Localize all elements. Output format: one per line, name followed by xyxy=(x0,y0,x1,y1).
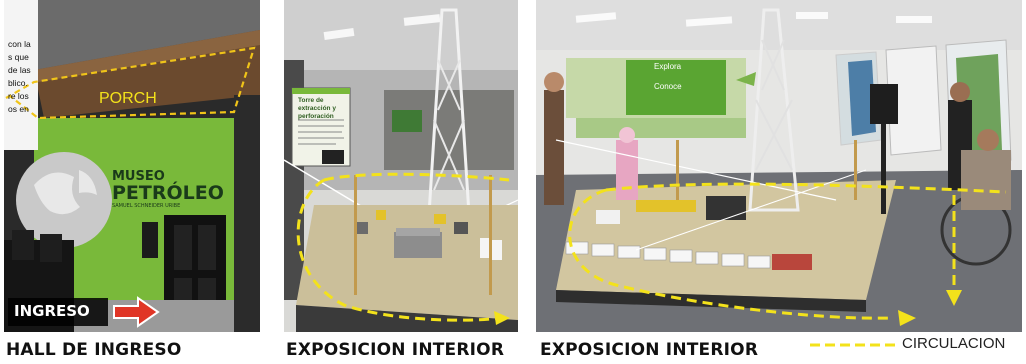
entrance-label-box xyxy=(8,298,108,326)
wall-text-conoce: Conoce xyxy=(654,82,682,91)
wall-text-explora: Explora xyxy=(654,62,682,71)
side-text-line: de las xyxy=(8,65,31,75)
museum-sign-line-1: MUSEO xyxy=(112,169,165,184)
caption-exposicion-interior-1: EXPOSICION INTERIOR xyxy=(286,340,505,360)
exhibit-panel-title: Torre de extracción y perforación xyxy=(298,97,336,120)
exhibit-photo-canvas-1 xyxy=(284,0,518,332)
legend-label: CIRCULACION xyxy=(902,335,1006,352)
caption-exposicion-interior-2: EXPOSICION INTERIOR xyxy=(540,340,759,360)
museum-sign-line-3: SAMUEL SCHNEIDER URIBE xyxy=(112,203,181,209)
entrance-arrow-icon xyxy=(113,296,160,328)
legend: CIRCULACION xyxy=(810,334,1026,364)
side-text-line: re los xyxy=(8,91,29,101)
caption-hall-de-ingreso: HALL DE INGRESO xyxy=(6,340,182,360)
side-text-column: con la s que de las blico. re los os en xyxy=(8,38,38,116)
side-text-line: blico. xyxy=(8,78,28,88)
hall-photo-canvas xyxy=(4,0,260,332)
photo-exposicion-interior-2: Explora Conoce xyxy=(536,0,1022,332)
legend-dashed-line-icon xyxy=(810,343,896,347)
entrance-label: INGRESO xyxy=(14,302,90,320)
photo-exposicion-interior-1: Torre de extracción y perforación xyxy=(284,0,518,332)
museum-sign-line-2: PETRÓLEO xyxy=(112,182,224,204)
porch-label: PORCH xyxy=(99,90,157,107)
exhibit-photo-canvas-2 xyxy=(536,0,1022,332)
side-text-line: os en xyxy=(8,104,29,114)
museum-sign: MUSEO PETRÓLEO SAMUEL SCHNEIDER URIBE xyxy=(112,170,224,210)
photo-hall-de-ingreso: con la s que de las blico. re los os en … xyxy=(4,0,260,332)
side-text-line: s que xyxy=(8,52,29,62)
side-text-line: con la xyxy=(8,39,31,49)
